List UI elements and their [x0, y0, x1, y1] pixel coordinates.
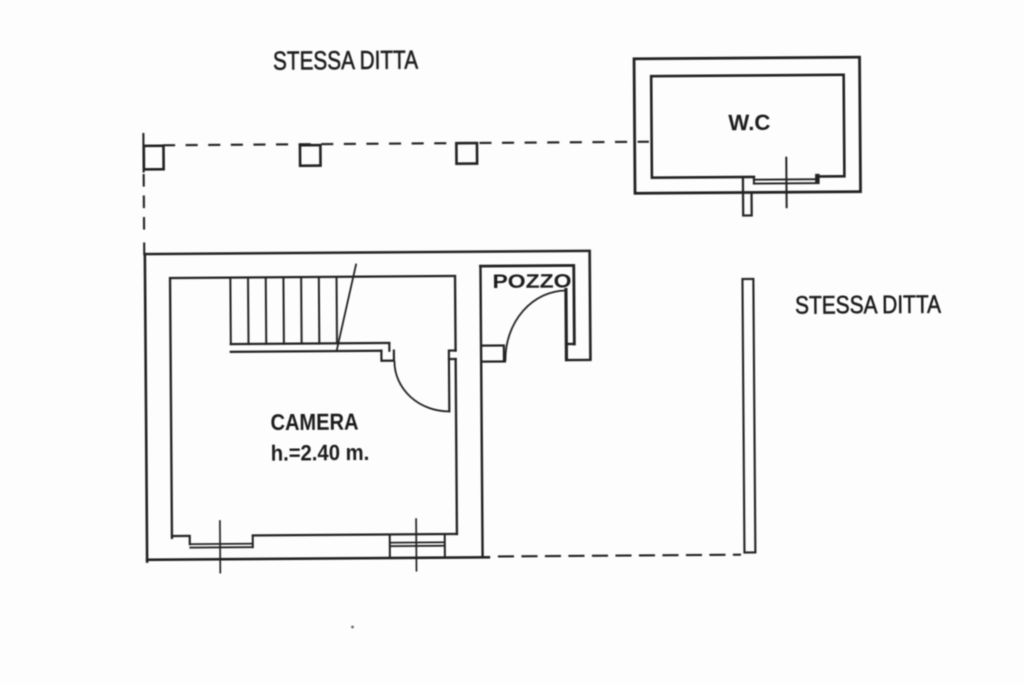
svg-text:STESSA DITTA: STESSA DITTA: [273, 44, 419, 75]
svg-text:CAMERA: CAMERA: [270, 409, 358, 436]
svg-text:STESSA DITTA: STESSA DITTA: [795, 291, 941, 320]
svg-text:W.C: W.C: [728, 110, 770, 135]
svg-text:h.=2.40 m.: h.=2.40 m.: [271, 440, 370, 466]
svg-text:POZZO: POZZO: [492, 271, 571, 294]
